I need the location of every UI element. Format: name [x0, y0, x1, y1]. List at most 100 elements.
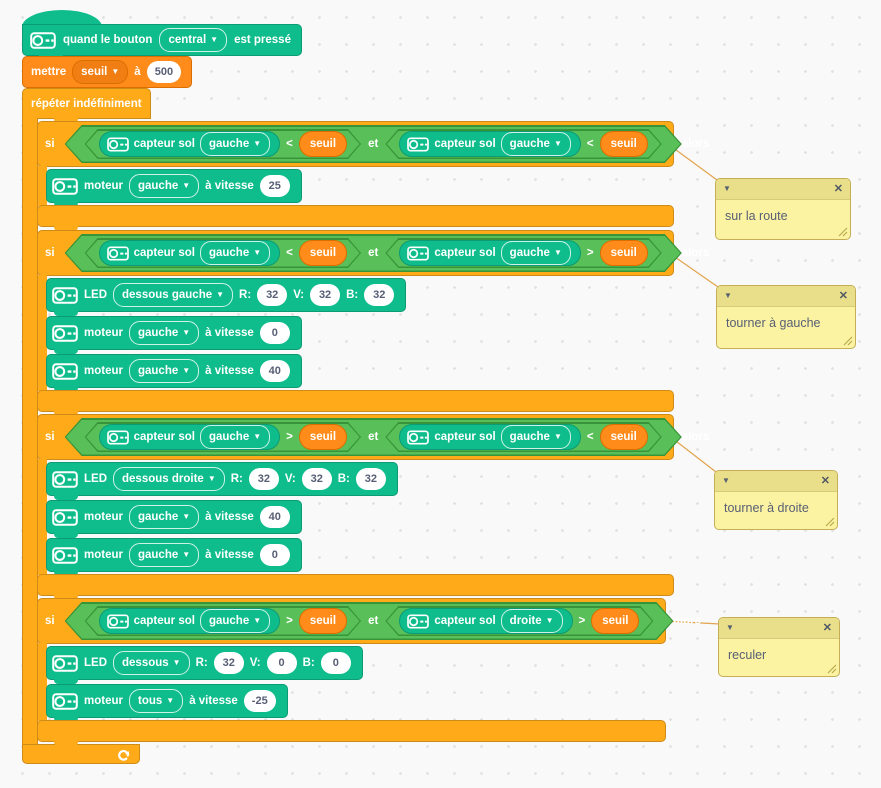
variable-seuil-reporter[interactable]: seuil	[599, 424, 648, 450]
red-input[interactable]: 32	[248, 468, 279, 490]
if-block-1-top-arm[interactable]: si capteur sol gauche ▼ < seuil	[37, 121, 709, 167]
greater-than-block[interactable]: capteur sol droite ▼ > seuil	[385, 606, 653, 636]
comment-header[interactable]: ▼ ✕	[716, 179, 850, 200]
red-input[interactable]: 32	[213, 652, 244, 674]
close-comment-icon[interactable]: ✕	[820, 474, 830, 487]
motor-block[interactable]: moteur gauche ▼ à vitesse 40	[46, 354, 302, 392]
sensor-side-dropdown[interactable]: gauche ▼	[500, 241, 571, 265]
greater-than-block[interactable]: capteur sol gauche ▼ > seuil	[85, 422, 361, 452]
motor-side-dropdown[interactable]: gauche ▼	[128, 321, 200, 345]
greater-than-block[interactable]: capteur sol gauche ▼ > seuil	[385, 238, 661, 268]
button-dropdown[interactable]: central ▼	[159, 28, 228, 52]
if-block-2-bottom-arm[interactable]	[37, 390, 674, 416]
comment-text[interactable]: reculer	[728, 648, 767, 662]
close-comment-icon[interactable]: ✕	[833, 182, 843, 195]
if-block-2-top-arm[interactable]: si capteur sol gauche ▼ < seuil	[37, 230, 709, 276]
led-block[interactable]: LED dessous droite ▼ R: 32 V: 32 B: 32	[46, 462, 398, 500]
led-target-dropdown[interactable]: dessous gauche ▼	[113, 283, 234, 307]
motor-block[interactable]: moteur gauche ▼ à vitesse 25	[46, 169, 302, 207]
comment-tourner-a-droite[interactable]: ▼ ✕ tourner à droite	[714, 470, 838, 530]
speed-input[interactable]: 0	[259, 544, 290, 566]
motor-side-dropdown[interactable]: gauche ▼	[128, 505, 200, 529]
resize-handle-icon[interactable]	[825, 517, 835, 527]
motor-block[interactable]: moteur gauche ▼ à vitesse 40	[46, 500, 302, 538]
red-input[interactable]: 32	[257, 284, 288, 306]
resize-handle-icon[interactable]	[843, 336, 853, 346]
less-than-block[interactable]: capteur sol gauche ▼ < seuil	[385, 422, 661, 452]
ground-sensor-reporter[interactable]: capteur sol droite ▼	[399, 608, 573, 634]
forever-loop-block[interactable]: répéter indéfiniment	[22, 88, 151, 123]
if-block-3-top-arm[interactable]: si capteur sol gauche ▼ > seuil	[37, 414, 709, 460]
close-comment-icon[interactable]: ✕	[822, 621, 832, 634]
sensor-side-dropdown[interactable]: gauche ▼	[199, 425, 271, 449]
hat-block-bump[interactable]	[22, 10, 102, 27]
comment-header[interactable]: ▼ ✕	[715, 471, 837, 492]
ground-sensor-reporter[interactable]: capteur sol gauche ▼	[98, 240, 281, 266]
motor-block[interactable]: moteur gauche ▼ à vitesse 0	[46, 538, 302, 576]
less-than-block[interactable]: capteur sol gauche ▼ < seuil	[85, 129, 361, 159]
resize-handle-icon[interactable]	[838, 227, 848, 237]
if-block-1-bottom-arm[interactable]	[37, 205, 674, 231]
forever-loop-left-wall[interactable]	[22, 118, 38, 745]
and-operator-block[interactable]: capteur sol gauche ▼ > seuil et	[65, 418, 682, 456]
set-variable-block[interactable]: mettre seuil ▼ à 500	[22, 56, 193, 88]
led-block[interactable]: LED dessous ▼ R: 32 V: 0 B: 0	[46, 646, 363, 684]
sensor-side-dropdown[interactable]: gauche ▼	[199, 241, 271, 265]
comment-sur-la-route[interactable]: ▼ ✕ sur la route	[715, 178, 851, 240]
led-target-dropdown[interactable]: dessous droite ▼	[113, 467, 225, 491]
motor-block[interactable]: moteur tous ▼ à vitesse -25	[46, 684, 288, 722]
if-block-1-left-wall[interactable]	[37, 166, 47, 206]
motor-side-dropdown[interactable]: gauche ▼	[128, 543, 200, 567]
sensor-side-dropdown[interactable]: gauche ▼	[199, 609, 271, 633]
green-input[interactable]: 0	[266, 652, 297, 674]
speed-input[interactable]: 25	[259, 175, 290, 197]
forever-loop-bottom-bar[interactable]	[22, 744, 140, 764]
motor-block[interactable]: moteur gauche ▼ à vitesse 0	[46, 316, 302, 354]
led-block[interactable]: LED dessous gauche ▼ R: 32 V: 32 B: 32	[46, 278, 407, 316]
speed-input[interactable]: 40	[259, 506, 290, 528]
comment-header[interactable]: ▼ ✕	[719, 618, 839, 639]
variable-seuil-reporter[interactable]: seuil	[591, 608, 640, 634]
comment-text[interactable]: tourner à droite	[724, 501, 809, 515]
variable-seuil-reporter[interactable]: seuil	[298, 424, 348, 450]
if-block-3-bottom-arm[interactable]	[37, 574, 674, 600]
ground-sensor-reporter[interactable]: capteur sol gauche ▼	[399, 131, 581, 157]
ground-sensor-reporter[interactable]: capteur sol gauche ▼	[98, 424, 281, 450]
if-block-3-left-wall[interactable]	[37, 459, 47, 575]
variable-seuil-reporter[interactable]: seuil	[298, 131, 348, 157]
ground-sensor-reporter[interactable]: capteur sol gauche ▼	[98, 131, 281, 157]
green-input[interactable]: 32	[301, 468, 332, 490]
greater-than-block[interactable]: capteur sol gauche ▼ > seuil	[85, 606, 361, 636]
blue-input[interactable]: 32	[364, 284, 395, 306]
if-block-2-left-wall[interactable]	[37, 275, 47, 391]
collapse-comment-icon[interactable]: ▼	[726, 623, 734, 632]
variable-seuil-reporter[interactable]: seuil	[599, 131, 648, 157]
collapse-comment-icon[interactable]: ▼	[724, 291, 732, 300]
motor-side-dropdown[interactable]: tous ▼	[128, 689, 184, 713]
sensor-side-dropdown[interactable]: gauche ▼	[199, 132, 271, 156]
resize-handle-icon[interactable]	[827, 664, 837, 674]
collapse-comment-icon[interactable]: ▼	[722, 476, 730, 485]
green-input[interactable]: 32	[310, 284, 341, 306]
close-comment-icon[interactable]: ✕	[838, 289, 848, 302]
motor-side-dropdown[interactable]: gauche ▼	[128, 174, 200, 198]
if-block-4-bottom-arm[interactable]	[37, 720, 666, 746]
less-than-block[interactable]: capteur sol gauche ▼ < seuil	[85, 238, 361, 268]
comment-tourner-a-gauche[interactable]: ▼ ✕ tourner à gauche	[716, 285, 856, 349]
sensor-side-dropdown[interactable]: gauche ▼	[500, 425, 571, 449]
speed-input[interactable]: -25	[243, 690, 276, 712]
comment-header[interactable]: ▼ ✕	[717, 286, 855, 307]
variable-seuil-reporter[interactable]: seuil	[599, 240, 648, 266]
and-operator-block[interactable]: capteur sol gauche ▼ > seuil et	[65, 602, 674, 640]
when-button-pressed-hat-block[interactable]: quand le bouton central ▼ est pressé	[22, 24, 302, 60]
comment-text[interactable]: tourner à gauche	[726, 316, 821, 330]
and-operator-block[interactable]: capteur sol gauche ▼ < seuil et	[65, 234, 682, 272]
blue-input[interactable]: 32	[355, 468, 386, 490]
sensor-side-dropdown[interactable]: gauche ▼	[500, 132, 571, 156]
variable-seuil-reporter[interactable]: seuil	[298, 240, 348, 266]
variable-seuil-reporter[interactable]: seuil	[298, 608, 348, 634]
if-block-4-top-arm[interactable]: si capteur sol gauche ▼ > seuil	[37, 598, 701, 644]
value-input[interactable]: 500	[146, 61, 182, 83]
and-operator-block[interactable]: capteur sol gauche ▼ < seuil et	[65, 125, 682, 163]
ground-sensor-reporter[interactable]: capteur sol gauche ▼	[98, 608, 281, 634]
